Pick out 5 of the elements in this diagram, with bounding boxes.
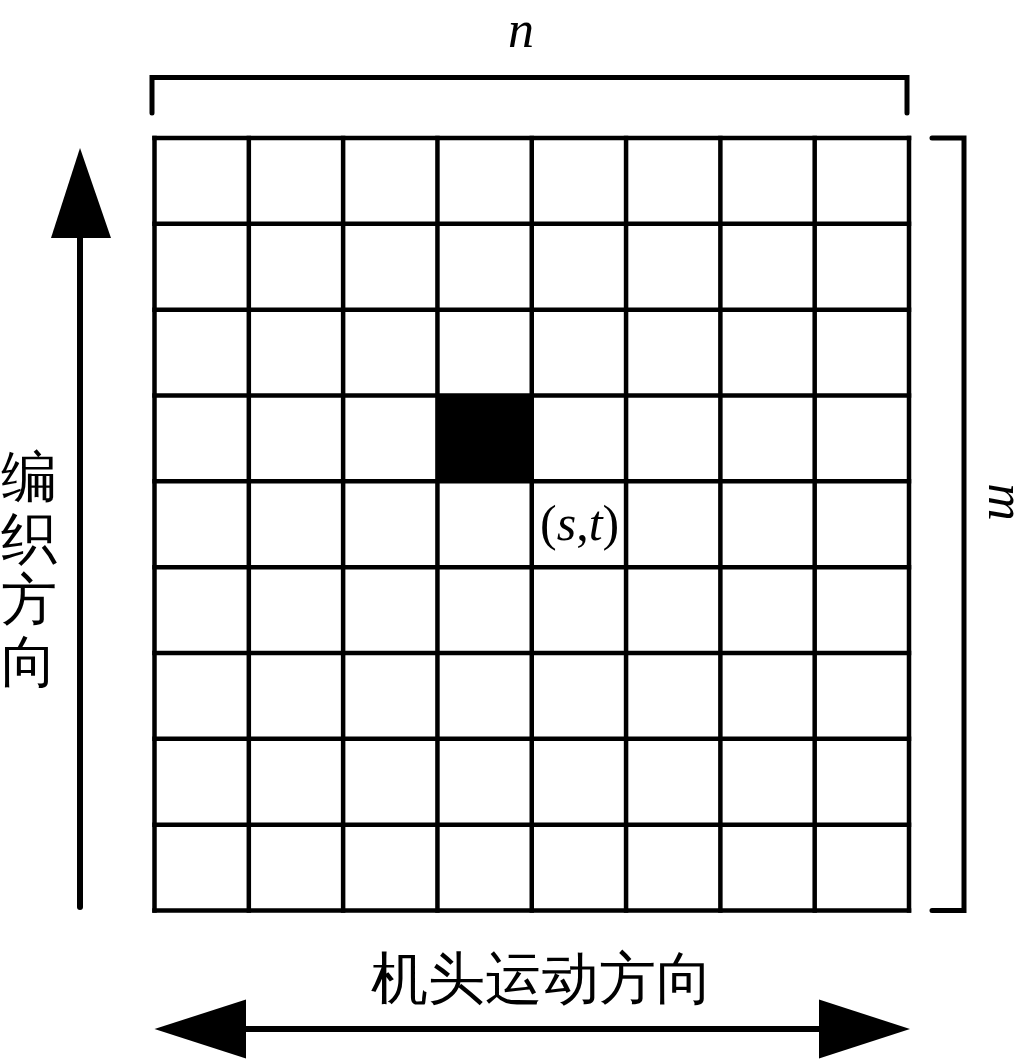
dimension-label: n	[508, 4, 534, 56]
direction-label: 编织方向	[1, 447, 57, 694]
direction-label: 机头运动方向	[371, 946, 713, 1012]
dimension-label: m	[979, 483, 1032, 521]
cell-coordinate-label: (s,t)	[540, 494, 620, 553]
